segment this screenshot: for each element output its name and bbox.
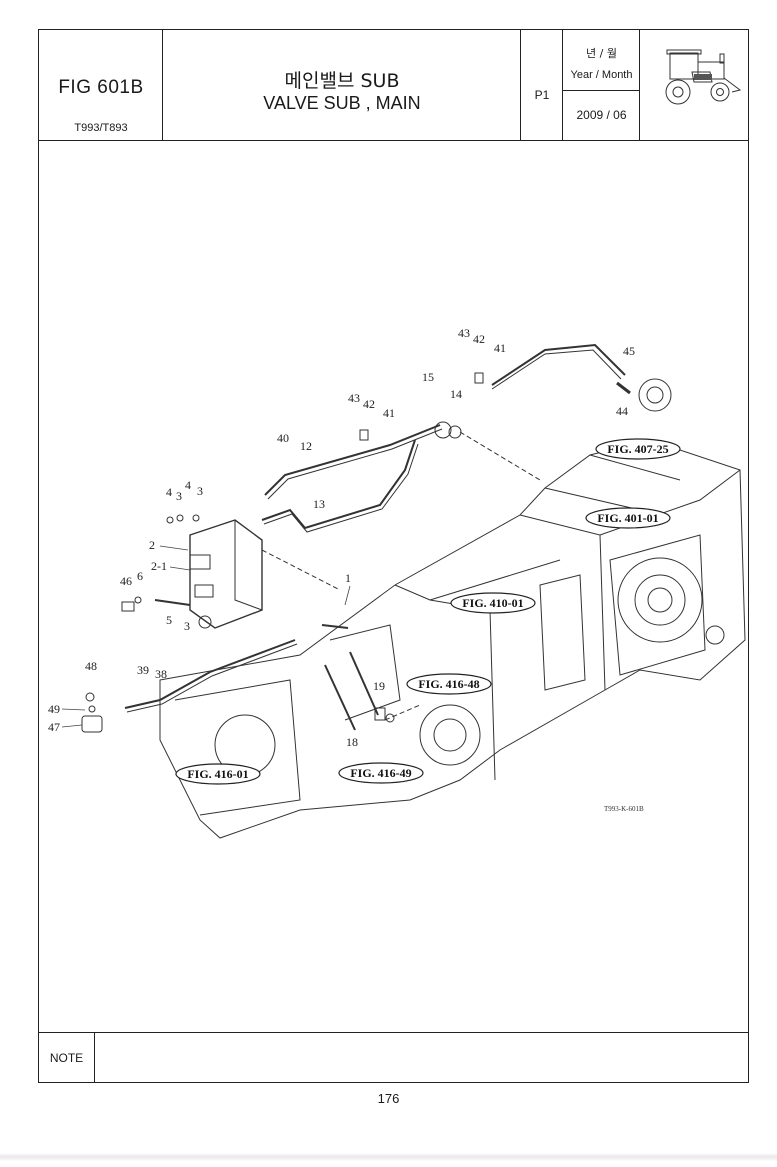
date-value: 2009 / 06 [576,108,627,122]
fig-cell: FIG 601B T993/T893 [39,30,163,140]
part-number: 3 [184,619,190,633]
part-number: 41 [383,406,395,420]
fig-ref-416-01: FIG. 416-01 [175,763,261,785]
fig-ref-416-48: FIG. 416-48 [406,673,492,695]
svg-text:FIG. 416-48: FIG. 416-48 [418,677,479,691]
page-cell: P1 [521,30,563,140]
tractor-thumbnail-cell [640,30,748,140]
drawing-code: T993-K-601B [604,805,644,813]
part-number: 48 [85,659,97,673]
part-number: 4 [185,478,191,492]
pipe-12 [264,424,441,496]
part-number: 40 [277,431,289,445]
note-row: NOTE [39,1032,748,1085]
model-code: T993/T893 [74,122,128,134]
part-number: 2-1 [151,559,167,573]
year-month-label: Year / Month [570,69,633,81]
date-cell: 년 / 월 Year / Month 2009 / 06 [563,30,640,140]
fig-ref-401-01: FIG. 401-01 [585,507,671,529]
part-number: 6 [137,569,143,583]
scan-artifact [0,1153,777,1161]
part-number: 18 [346,735,358,749]
fig-ref-410-01: FIG. 410-01 [450,592,536,614]
exploded-parts-diagram: 43 42 41 45 15 14 44 43 42 41 40 12 4 3 … [48,326,746,839]
page-number: 176 [377,1091,400,1106]
part-number: 47 [48,720,60,734]
svg-text:FIG. 416-01: FIG. 416-01 [187,767,248,781]
title-cell: 메인밸브 SUB VALVE SUB , MAIN [163,30,521,140]
part-number: 42 [363,397,375,411]
part-number: 46 [120,574,132,588]
tractor-icon [665,49,742,105]
title-block: FIG 601B T993/T893 메인밸브 SUB VALVE SUB , … [39,30,748,141]
svg-text:FIG. 416-49: FIG. 416-49 [350,766,411,780]
part-number: 39 [137,663,149,677]
fig-number: FIG 601B [58,77,144,98]
part-number: 1 [345,571,351,585]
part-number: 42 [473,332,485,346]
pipe-41-upper [491,343,626,386]
part-number: 5 [166,613,172,627]
part-number: 12 [300,439,312,453]
pipe-18 [324,664,356,731]
fig-ref-407-25: FIG. 407-25 [595,438,681,460]
svg-text:FIG. 401-01: FIG. 401-01 [597,511,658,525]
part-number: 4 [166,485,172,499]
part-number: 19 [373,679,385,693]
part-number: 3 [197,484,203,498]
note-label: NOTE [39,1033,95,1083]
part-number: 13 [313,497,325,511]
main-valve-block [189,519,263,629]
part-number: 38 [155,667,167,681]
part-number: 15 [422,370,434,384]
title-english: VALVE SUB , MAIN [263,93,421,113]
part-number: 14 [450,387,462,401]
pipe-13 [261,439,416,530]
fig-ref-416-49: FIG. 416-49 [338,762,424,784]
part-number: 43 [458,326,470,340]
part-number: 43 [348,391,360,405]
date-divider [563,90,640,91]
part-number: 3 [176,489,182,503]
page-code: P1 [534,88,550,102]
part-number: 41 [494,341,506,355]
pipe-38 [124,639,296,709]
part-number: 2 [149,538,155,552]
svg-text:FIG. 410-01: FIG. 410-01 [462,596,523,610]
year-month-korean: 년 / 월 [586,47,617,60]
part-number: 44 [616,404,628,418]
svg-text:FIG. 407-25: FIG. 407-25 [607,442,668,456]
part-number: 45 [623,344,635,358]
page-frame: FIG 601B T993/T893 메인밸브 SUB VALVE SUB , … [38,29,749,1083]
part-number: 49 [48,702,60,716]
transmission-housing [159,439,746,839]
title-korean: 메인밸브 SUB [284,70,400,92]
